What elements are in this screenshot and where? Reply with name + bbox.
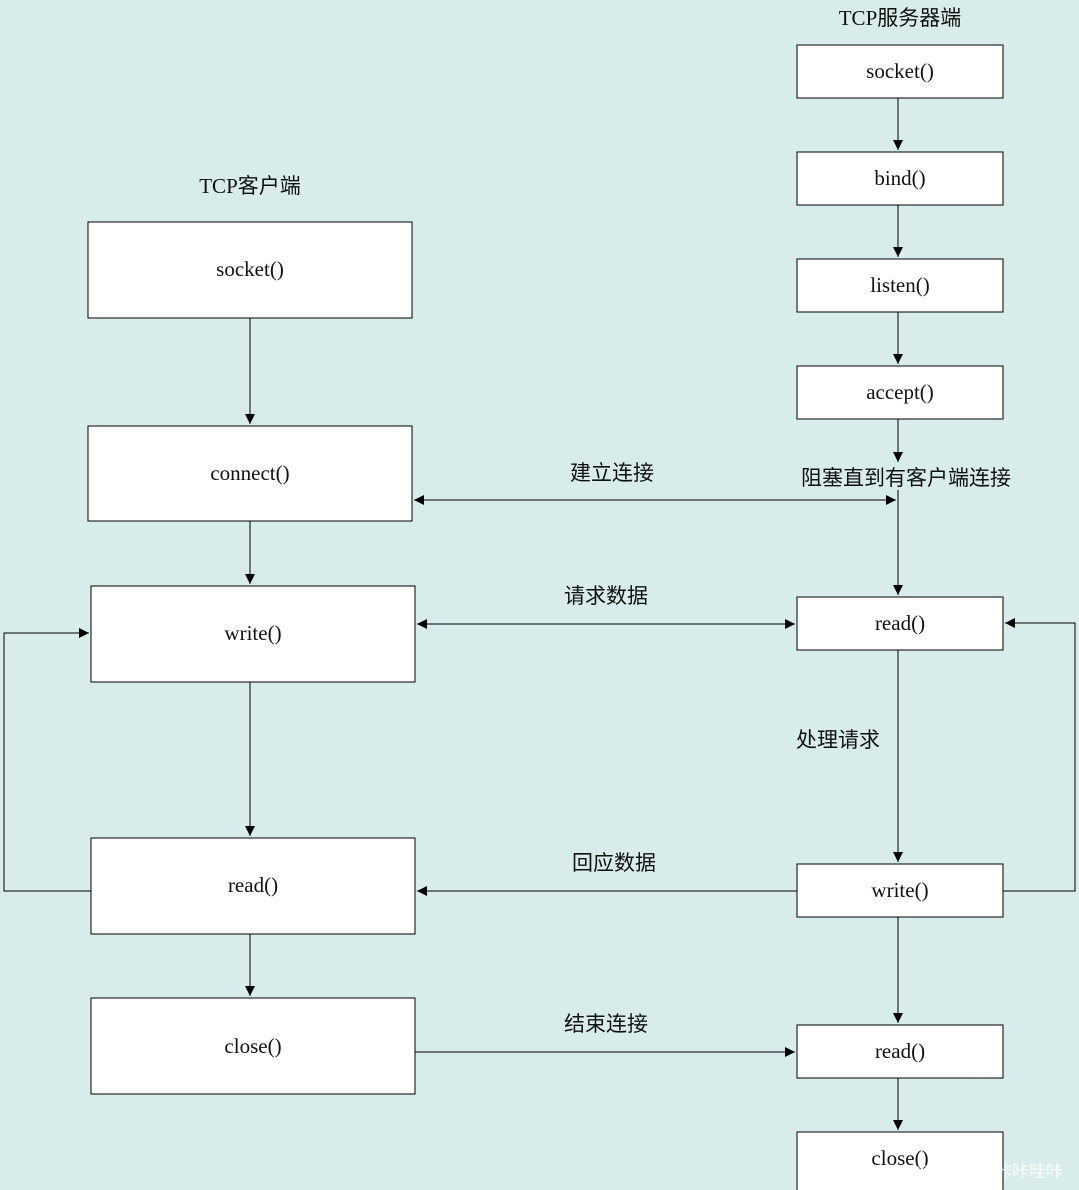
server-close-box: close()	[796, 1131, 1004, 1190]
client-title: TCP客户端	[199, 174, 301, 198]
label-blocking-note: 阻塞直到有客户端连接	[801, 466, 1011, 490]
label-finish-connection: 结束连接	[564, 1012, 648, 1036]
server-accept-label: accept()	[866, 380, 934, 404]
server-read-end-label: read()	[875, 1039, 925, 1063]
server-read-label: read()	[875, 611, 925, 635]
server-socket-box: socket()	[796, 44, 1004, 99]
server-bind-box: bind()	[796, 151, 1004, 206]
server-title: TCP服务器端	[839, 6, 962, 30]
client-connect-label: connect()	[210, 461, 289, 485]
label-response-data: 回应数据	[572, 851, 656, 875]
watermark-text: CSDN @哇咔咔哇咔	[908, 1162, 1063, 1181]
client-write-label: write()	[224, 621, 281, 645]
server-socket-label: socket()	[866, 59, 934, 83]
server-bind-label: bind()	[874, 166, 925, 190]
arrow-client-loop	[3, 628, 91, 892]
arrow-server-loop	[1003, 618, 1076, 892]
label-establish-connection: 建立连接	[570, 461, 654, 485]
client-read-label: read()	[228, 873, 278, 897]
server-listen-label: listen()	[870, 273, 929, 297]
server-listen-box: listen()	[796, 258, 1004, 313]
client-read-box: read()	[90, 837, 416, 935]
label-request-data: 请求数据	[564, 584, 648, 608]
server-write-label: write()	[871, 878, 928, 902]
server-read-box: read()	[796, 596, 1004, 651]
client-close-box: close()	[90, 997, 416, 1095]
server-write-box: write()	[796, 863, 1004, 918]
client-close-label: close()	[224, 1034, 281, 1058]
client-write-box: write()	[90, 585, 416, 683]
client-connect-box: connect()	[87, 425, 413, 522]
client-socket-label: socket()	[216, 257, 284, 281]
server-read-end-box: read()	[796, 1024, 1004, 1079]
client-socket-box: socket()	[87, 221, 413, 319]
label-processing-note: 处理请求	[796, 728, 880, 752]
server-accept-box: accept()	[796, 365, 1004, 420]
server-close-label: close()	[871, 1146, 928, 1170]
